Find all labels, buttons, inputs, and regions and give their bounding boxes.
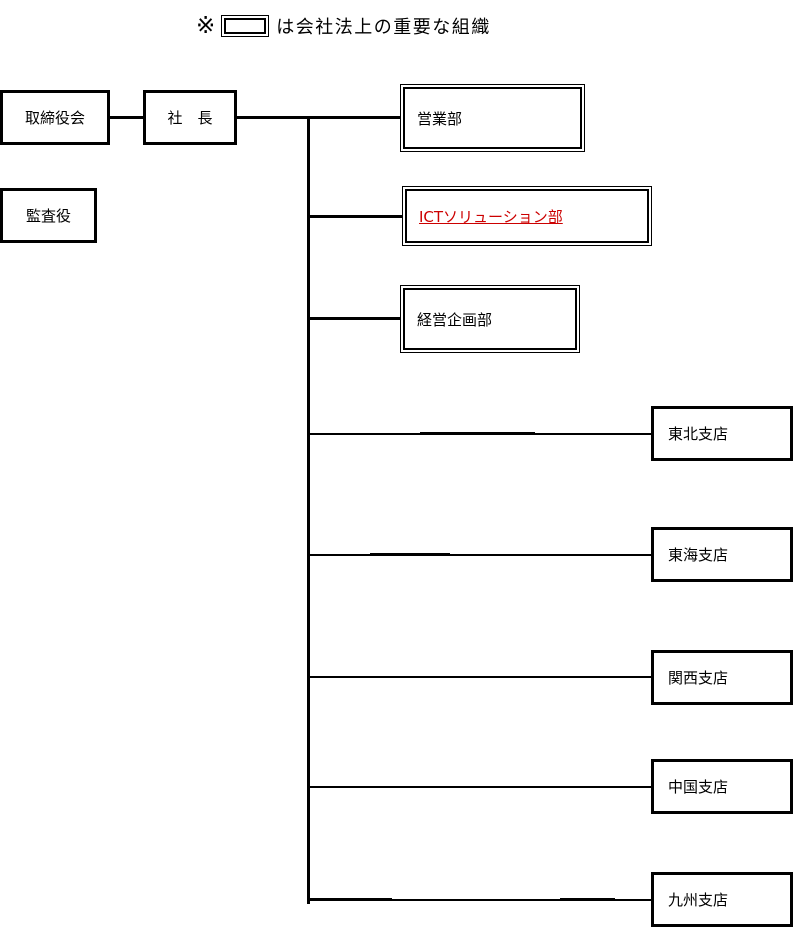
node-branch-kyushu[interactable]: 九州支店 — [651, 872, 793, 927]
node-auditor[interactable]: 監査役 — [0, 188, 97, 243]
node-president-label: 社 長 — [167, 109, 213, 127]
node-branch-tohoku-label: 東北支店 — [668, 425, 729, 443]
legend-text: は会社法上の重要な組織 — [276, 17, 491, 38]
connector-trunk-branch-5 — [307, 899, 653, 901]
connector-trunk-branch-5-accent-a — [307, 898, 392, 901]
node-auditor-label: 監査役 — [25, 207, 71, 225]
reference-mark-icon: ※ — [196, 12, 216, 39]
connector-trunk-branch-5-accent-b — [560, 898, 615, 901]
connector-trunk — [307, 116, 310, 904]
node-branch-kansai[interactable]: 関西支店 — [651, 650, 793, 705]
connector-trunk-branch-2 — [307, 554, 653, 556]
node-branch-tohoku[interactable]: 東北支店 — [651, 406, 793, 461]
legend: ※ は会社法上の重要な組織 — [196, 10, 491, 42]
node-president[interactable]: 社 長 — [143, 90, 237, 145]
node-branch-tokai[interactable]: 東海支店 — [651, 527, 793, 582]
node-branch-chugoku-label: 中国支店 — [668, 778, 729, 796]
connector-trunk-branch-3 — [307, 676, 653, 678]
connector-president-trunk — [236, 116, 310, 119]
connector-board-president — [110, 116, 145, 119]
node-board-of-directors-label: 取締役会 — [24, 109, 85, 127]
connector-trunk-branch-4 — [307, 786, 653, 788]
connector-trunk-planning — [307, 317, 402, 320]
node-corporate-planning-department-label: 経営企画部 — [417, 310, 493, 329]
node-sales-department-label: 営業部 — [417, 109, 463, 128]
node-branch-kansai-label: 関西支店 — [668, 669, 729, 687]
node-branch-kyushu-label: 九州支店 — [668, 891, 729, 909]
connector-trunk-sales — [307, 116, 402, 119]
node-board-of-directors[interactable]: 取締役会 — [0, 90, 110, 145]
node-corporate-planning-department[interactable]: 経営企画部 — [400, 285, 580, 353]
legend-box-icon — [221, 15, 270, 37]
connector-trunk-ict — [307, 215, 402, 218]
connector-trunk-branch-2-accent — [370, 553, 450, 556]
connector-trunk-branch-1-accent — [420, 432, 535, 435]
node-sales-department[interactable]: 営業部 — [400, 84, 585, 152]
node-branch-tokai-label: 東海支店 — [668, 546, 729, 564]
node-branch-chugoku[interactable]: 中国支店 — [651, 759, 793, 814]
node-ict-solution-department-label[interactable]: ICTソリューション部 — [419, 207, 563, 226]
node-ict-solution-department[interactable]: ICTソリューション部 — [402, 186, 652, 246]
